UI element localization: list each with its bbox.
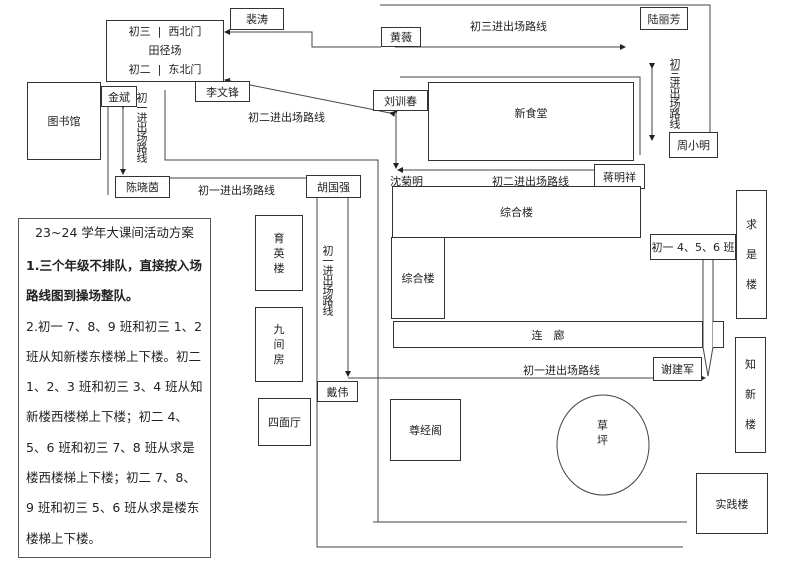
staff-zhou: 周小明 xyxy=(669,132,718,158)
staff-jiang: 蒋明祥 xyxy=(594,164,645,189)
staff-dai: 戴伟 xyxy=(317,381,358,402)
staff-huang: 黄薇 xyxy=(381,27,421,47)
route-label-g2-lower: 初二进出场路线 xyxy=(492,175,569,188)
track-field: 初三 | 西北门 田径场 初二 | 东北门 xyxy=(106,20,224,82)
grade-label: 初三 xyxy=(128,25,151,38)
track-field-label: 田径场 xyxy=(148,44,182,57)
zhixin-building: 知新楼 xyxy=(735,337,766,453)
qiushi-building: 求是楼 xyxy=(736,190,767,319)
char: 知 xyxy=(745,358,756,371)
route-label-g1-vertical: 初一进出场路线 xyxy=(135,92,148,162)
route-label-g3-vertical: 初三进出场路线 xyxy=(668,58,681,128)
staff-hu: 胡国强 xyxy=(306,175,361,198)
char: 育 xyxy=(273,231,285,245)
staff-li: 李文锋 xyxy=(195,81,250,102)
char: 九 xyxy=(273,323,285,336)
route-label-g3: 初三进出场路线 xyxy=(470,20,547,33)
route-label-g2: 初二进出场路线 xyxy=(248,111,325,124)
zunjing-pavilion: 尊经阁 xyxy=(390,399,461,461)
corridor-end xyxy=(713,321,724,348)
char: 楼 xyxy=(745,418,756,431)
gate-label: 西北门 xyxy=(168,25,202,38)
staff-lu: 陆丽芳 xyxy=(640,7,688,30)
class-box: 初一 4、5、6 班 xyxy=(650,234,736,260)
practice-building: 实践楼 xyxy=(696,473,768,534)
route-label-g1: 初一进出场路线 xyxy=(198,184,275,197)
corridor: 连 廊 xyxy=(393,321,703,348)
char: 是 xyxy=(746,247,757,261)
route-label-g1-mid-vertical: 初一进出场路线 xyxy=(321,245,334,315)
yuying-building: 育英楼 xyxy=(255,215,303,291)
char: 坪 xyxy=(597,434,608,447)
char: 楼 xyxy=(273,261,285,275)
jiujian-building: 九间房 xyxy=(255,307,303,382)
char: 间 xyxy=(273,338,285,351)
notes-item-1: 1.三个年级不排队，直接按入场路线图到操场整队。 xyxy=(26,258,202,304)
simian-hall: 四面厅 xyxy=(258,398,311,446)
char: 英 xyxy=(273,246,285,260)
gate-label: 东北门 xyxy=(168,63,202,76)
library: 图书馆 xyxy=(27,82,101,160)
route-label-g1-bottom: 初一进出场路线 xyxy=(523,364,600,377)
staff-chen: 陈晓茵 xyxy=(115,176,170,198)
grade-label: 初二 xyxy=(128,63,151,76)
char: 求 xyxy=(746,217,757,231)
staff-xie: 谢建军 xyxy=(653,357,702,381)
activity-plan-notes: 23~24 学年大课间活动方案 1.三个年级不排队，直接按入场路线图到操场整队。… xyxy=(18,218,211,558)
lawn-label: 草坪 xyxy=(597,418,609,448)
char: 房 xyxy=(273,353,285,366)
char: 新 xyxy=(745,388,756,401)
notes-item-2: 2.初一 7、8、9 班和初三 1、2 班从知新楼东楼梯上下楼。初二 1、2、3… xyxy=(26,318,203,546)
new-canteen: 新食堂 xyxy=(428,82,634,161)
staff-shen: 沈菊明 xyxy=(390,175,423,188)
char: 草 xyxy=(597,419,608,432)
staff-jin: 金斌 xyxy=(101,86,137,107)
complex-building-top: 综合楼 xyxy=(392,186,641,238)
char: 楼 xyxy=(746,277,757,291)
staff-liu: 刘训春 xyxy=(373,90,428,111)
notes-title: 23~24 学年大课间活动方案 xyxy=(35,225,194,240)
staff-pei: 裴涛 xyxy=(230,8,284,30)
complex-building-side: 综合楼 xyxy=(391,237,445,319)
